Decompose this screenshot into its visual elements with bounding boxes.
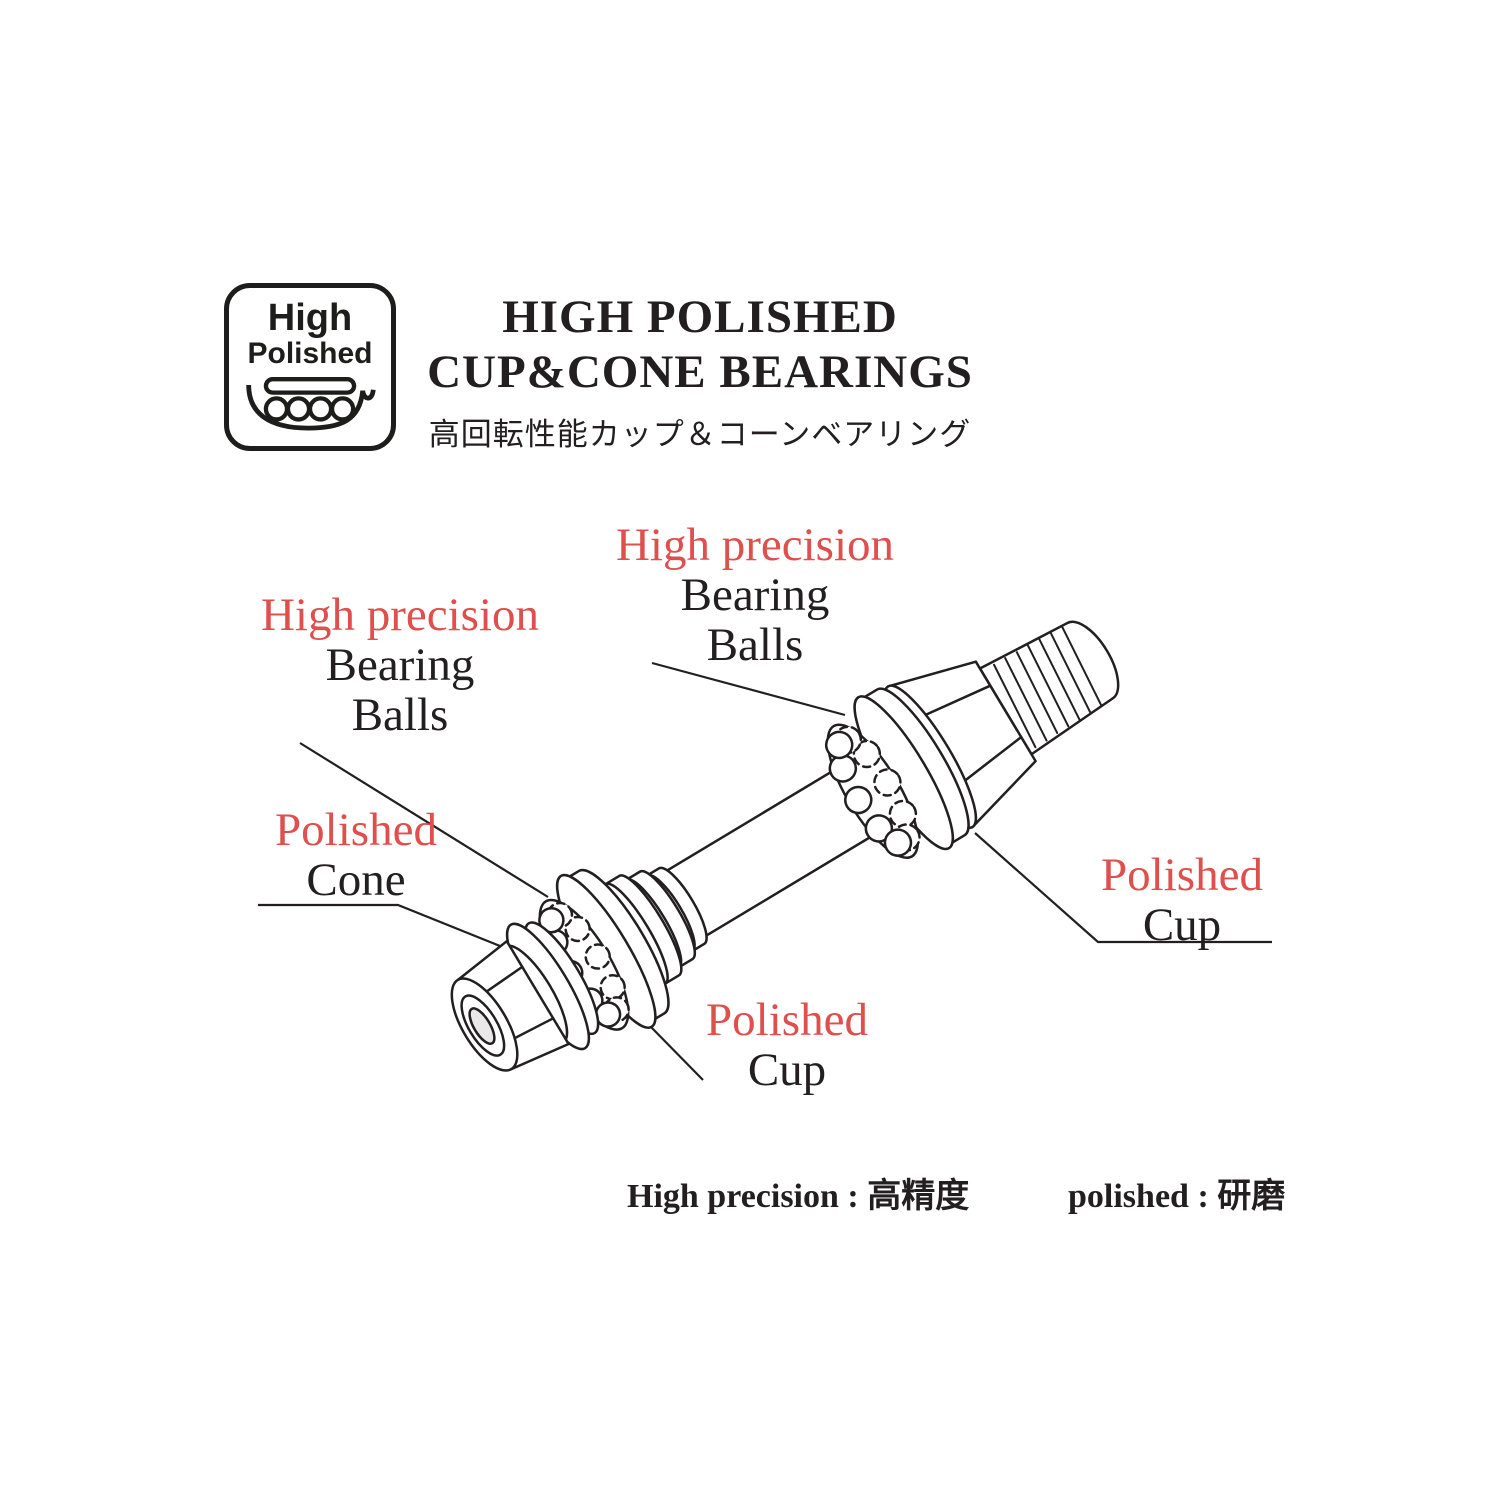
leader-cup-right xyxy=(974,832,1272,944)
callout-highlight: High precision xyxy=(260,589,540,641)
callout-highlight: High precision xyxy=(615,519,895,571)
callout-polished-cone: Polished Cone xyxy=(275,804,437,906)
callout-highlight: Polished xyxy=(706,994,868,1046)
callout-text: Balls xyxy=(351,688,449,741)
leader-balls-top xyxy=(651,661,846,717)
high-polished-badge: High Polished xyxy=(224,283,396,451)
page-subtitle-japanese: 高回転性能カップ＆コーンベアリング xyxy=(428,417,972,453)
page-title-line2: CUP&CONE BEARINGS xyxy=(427,345,973,398)
polished-cup-right xyxy=(853,687,970,851)
leader-cone xyxy=(258,903,506,950)
callout-highlight: Polished xyxy=(1101,849,1263,901)
callout-bearing-balls-left: High precision Bearing Balls xyxy=(260,589,540,741)
callout-bearing-balls-top: High precision Bearing Balls xyxy=(615,519,895,671)
title-block: HIGH POLISHED CUP&CONE BEARINGS 高回転性能カップ… xyxy=(427,290,973,454)
callout-text: Cup xyxy=(747,1043,827,1096)
badge-text-polished: Polished xyxy=(247,337,373,370)
callout-text: Balls xyxy=(706,618,804,671)
leader-lines xyxy=(258,661,1272,1081)
legend-high-precision: High precision : 高精度 xyxy=(627,1178,970,1215)
callout-text: Bearing xyxy=(680,568,830,621)
callout-highlight: Polished xyxy=(275,804,437,856)
threaded-end xyxy=(978,620,1120,756)
leader-cup-bottom xyxy=(649,1025,704,1081)
callout-polished-cup-right: Polished Cup xyxy=(1101,849,1263,951)
page-title-line1: HIGH POLISHED xyxy=(502,291,898,343)
bearing-balls-right xyxy=(824,723,921,859)
legend-polished: polished : 研磨 xyxy=(1068,1178,1286,1215)
pedal-axle-drawing xyxy=(450,620,1120,1072)
badge-text-high: High xyxy=(267,297,353,339)
callout-text: Cup xyxy=(1142,898,1222,951)
locknut xyxy=(450,939,570,1072)
callout-text: Cone xyxy=(306,853,406,906)
leader-balls-left xyxy=(299,742,549,898)
callout-text: Bearing xyxy=(325,638,475,691)
bearing-cup-icon xyxy=(246,376,376,430)
callout-polished-cup-bottom: Polished Cup xyxy=(706,994,868,1096)
